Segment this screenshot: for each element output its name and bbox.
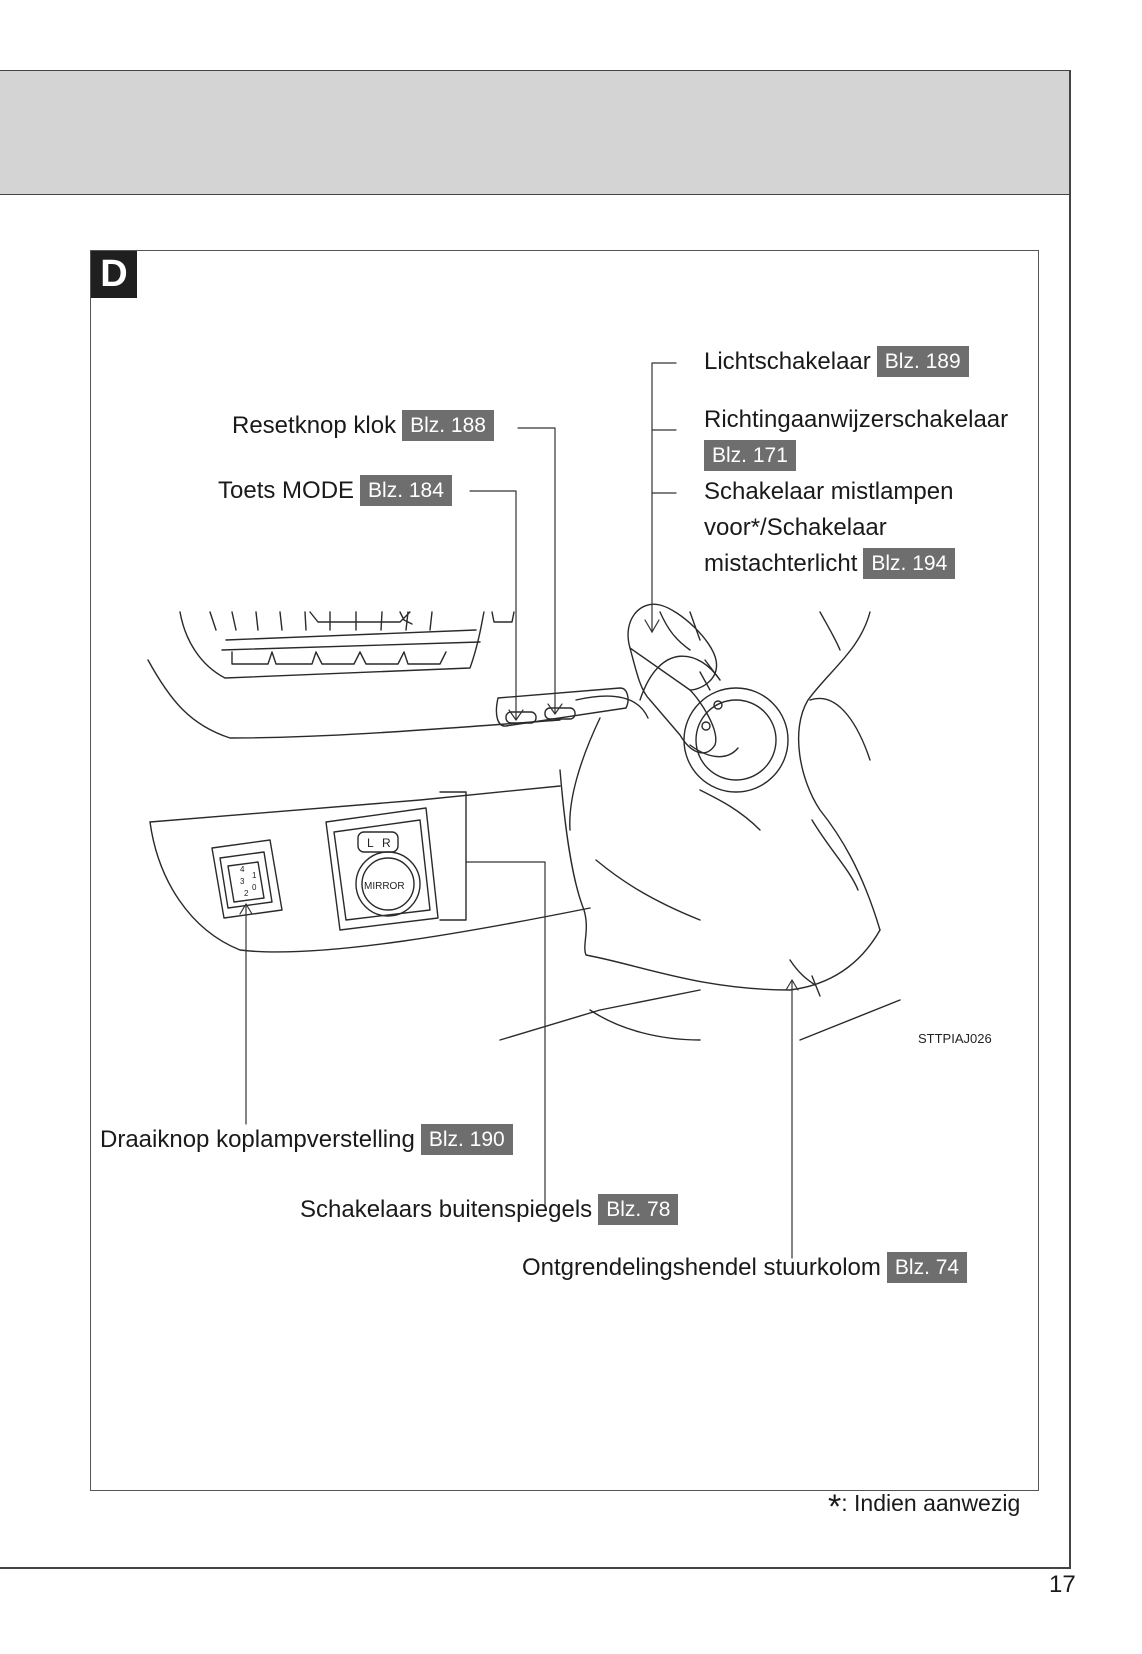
combination-switch-stalk-drawing (627, 603, 739, 758)
callout-buitenspiegels-label: Schakelaars buitenspiegels (300, 1196, 593, 1223)
dial-number-4: 4 (240, 865, 245, 874)
callout-stuurkolom-ref: Blz. 74 (886, 1252, 968, 1283)
clock-mode-buttons-drawing (495, 687, 649, 727)
callout-mistlampen-line1: Schakelaar mistlampen (704, 478, 954, 505)
callout-richtingaanwijzer-ref: Blz. 171 (704, 440, 796, 471)
callout-stuurkolom-label: Ontgrendelingshendel stuurkolom (522, 1254, 881, 1281)
callout-toets-mode-ref: Blz. 184 (360, 475, 452, 506)
figure-code: STTPIAJ026 (918, 1031, 992, 1046)
dial-number-2: 2 (244, 889, 249, 898)
footnote-symbol: * (828, 1488, 842, 1526)
footnote: *: Indien aanwezig (828, 1488, 1020, 1527)
callout-buitenspiegels-ref: Blz. 78 (598, 1194, 679, 1225)
dial-number-1: 1 (252, 871, 257, 880)
callout-resetknop-ref: Blz. 188 (402, 410, 494, 441)
callout-richtingaanwijzer-ref-row: Blz. 171 (704, 438, 796, 473)
header-band (0, 70, 1071, 195)
page-number: 17 (1049, 1571, 1076, 1598)
page-border-bottom (0, 1567, 1071, 1569)
callout-draaiknop-label: Draaiknop koplampverstelling (100, 1126, 415, 1153)
callout-resetknop-label: Resetknop klok (232, 412, 397, 439)
air-vent-drawing (147, 611, 561, 739)
dial-number-3: 3 (240, 877, 245, 886)
page-border-right (1069, 70, 1071, 1568)
footnote-text: : Indien aanwezig (841, 1490, 1021, 1516)
callout-mistlampen-line3: mistachterlicht (704, 550, 858, 577)
mirror-l-letter: L (367, 836, 374, 850)
steering-column-drawing (559, 611, 881, 997)
callout-richtingaanwijzer-label: Richtingaanwijzerschakelaar (704, 406, 1009, 433)
figure-frame (90, 250, 1039, 1491)
callout-richtingaanwijzer: Richtingaanwijzerschakelaar (704, 402, 1008, 437)
callout-toets-mode-label: Toets MODE (218, 477, 355, 504)
callout-mistlampen-line2: voor*/Schakelaar (704, 514, 887, 541)
section-badge: D (91, 251, 137, 298)
lower-panel-drawing (149, 785, 901, 1041)
callout-lichtschakelaar-ref: Blz. 189 (876, 346, 969, 377)
leader-lines (239, 362, 799, 1259)
mirror-knob-text: MIRROR (364, 881, 405, 892)
callout-mistlampen-ref: Blz. 194 (863, 548, 956, 579)
callout-draaiknop-ref: Blz. 190 (420, 1124, 513, 1155)
mirror-r-letter: R (382, 836, 391, 850)
callout-lichtschakelaar-label: Lichtschakelaar (704, 348, 871, 375)
dial-number-0: 0 (252, 883, 257, 892)
